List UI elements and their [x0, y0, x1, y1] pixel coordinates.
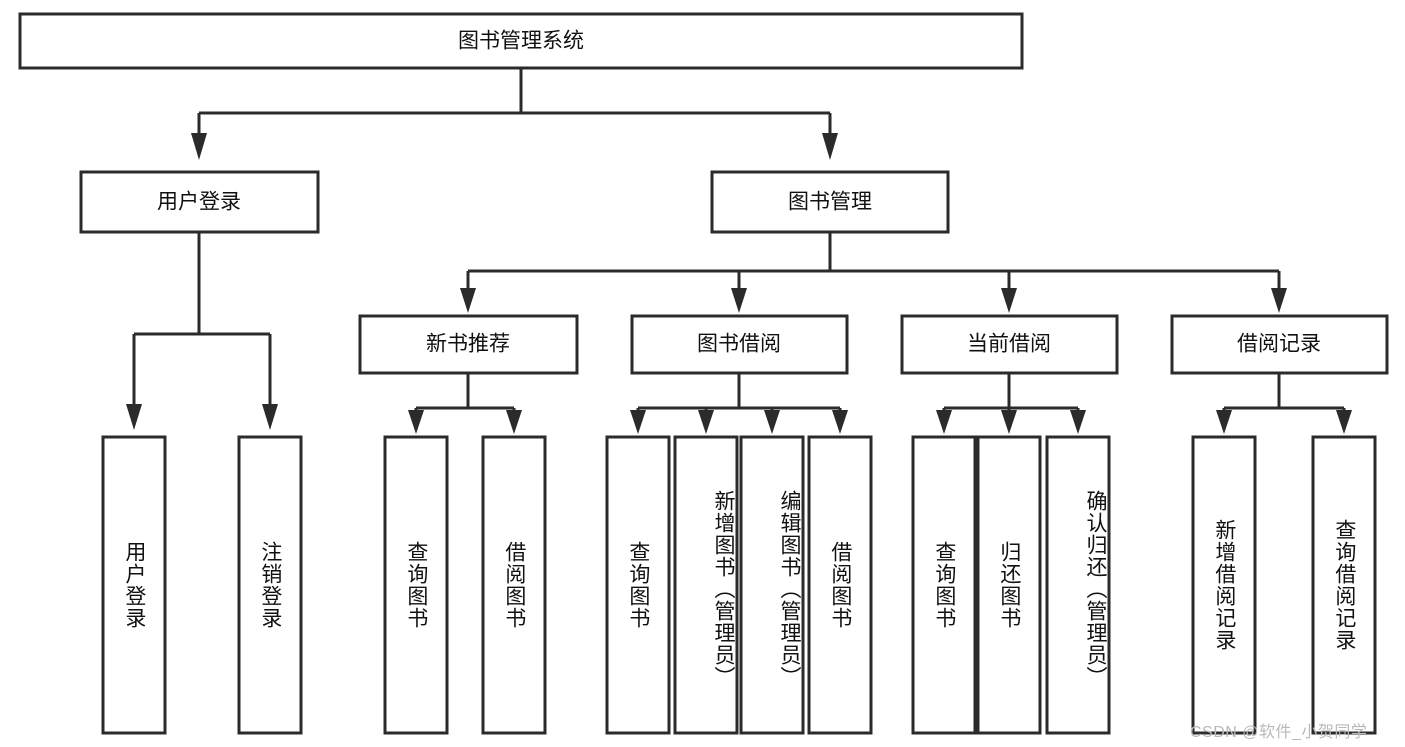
arrow-head-leaf-edit-book-admin	[764, 410, 780, 434]
leaf-box-borrow-book-1[interactable]	[481, 435, 547, 735]
leaf-box-user-login[interactable]	[101, 435, 167, 735]
leaf-box-confirm-return-admin[interactable]	[1045, 435, 1111, 735]
node-borrow-record[interactable]: 借阅记录	[1170, 314, 1389, 375]
edge-group-book-borrow	[630, 373, 848, 434]
node-book-management[interactable]: 图书管理	[710, 170, 950, 234]
node-new-book-recommend-box[interactable]	[358, 314, 579, 375]
node-user-login-label: 用户登录	[157, 191, 241, 214]
node-new-book-recommend[interactable]: 新书推荐	[358, 314, 579, 375]
leaf-box-query-book-2[interactable]	[605, 435, 671, 735]
node-new-book-recommend-label: 新书推荐	[426, 333, 510, 356]
node-current-borrow-label: 当前借阅	[967, 333, 1051, 356]
arrow-head-leaf-borrow-book-1	[506, 410, 522, 434]
csdn-watermark: CSDN @软件_小贺同学	[1190, 724, 1368, 741]
node-root-label: 图书管理系统	[458, 30, 584, 53]
arrow-head-leaf-add-borrow-record	[1216, 410, 1232, 434]
arrow-head-leaf-logout-login	[262, 404, 278, 430]
edge-group-book-management	[460, 232, 1287, 313]
arrow-head-current-borrow	[1001, 288, 1017, 313]
leaf-boxes	[101, 435, 1377, 735]
arrow-head-leaf-add-book-admin	[698, 410, 714, 434]
arrow-head-new-book-recommend	[460, 288, 476, 313]
leaf-box-return-book[interactable]	[976, 435, 1042, 735]
leaf-box-add-book-admin[interactable]	[673, 435, 739, 735]
node-borrow-record-box[interactable]	[1170, 314, 1389, 375]
arrow-head-borrow-record	[1271, 288, 1287, 313]
arrow-head-leaf-query-borrow-record	[1336, 410, 1352, 434]
arrow-head-leaf-borrow-book-2	[832, 410, 848, 434]
edge-group-borrow-record	[1216, 373, 1352, 434]
node-book-borrow-box[interactable]	[630, 314, 849, 375]
leaf-box-logout-login[interactable]	[237, 435, 303, 735]
node-book-management-label: 图书管理	[788, 191, 872, 214]
edge-group-new-book-recommend	[408, 373, 522, 434]
arrow-head-user-login	[191, 133, 207, 160]
node-book-borrow[interactable]: 图书借阅	[630, 314, 849, 375]
node-root[interactable]: 图书管理系统	[18, 12, 1024, 70]
node-user-login-box[interactable]	[79, 170, 320, 234]
node-root-box[interactable]	[18, 12, 1024, 70]
leaf-box-edit-book-admin[interactable]	[739, 435, 805, 735]
arrow-head-leaf-confirm-return-admin	[1070, 410, 1086, 434]
leaf-box-add-borrow-record[interactable]	[1191, 435, 1257, 735]
node-current-borrow-box[interactable]	[900, 314, 1119, 375]
node-user-login[interactable]: 用户登录	[79, 170, 320, 234]
arrow-head-leaf-query-book-1	[408, 410, 424, 434]
node-borrow-record-label: 借阅记录	[1237, 333, 1321, 356]
edge-group-current-borrow	[936, 373, 1086, 434]
node-current-borrow[interactable]: 当前借阅	[900, 314, 1119, 375]
arrow-head-book-borrow	[731, 288, 747, 313]
edge-group-root	[191, 68, 838, 160]
edge-group-user-login	[126, 232, 278, 430]
leaf-box-query-book-1[interactable]	[383, 435, 449, 735]
node-book-borrow-label: 图书借阅	[697, 333, 781, 356]
leaf-box-query-borrow-record[interactable]	[1311, 435, 1377, 735]
arrow-head-leaf-user-login	[126, 404, 142, 430]
leaf-box-query-book-3[interactable]	[911, 435, 977, 735]
arrow-head-leaf-query-book-3	[936, 410, 952, 434]
arrow-head-leaf-return-book	[1001, 410, 1017, 434]
leaf-box-borrow-book-2[interactable]	[807, 435, 873, 735]
arrow-head-leaf-query-book-2	[630, 410, 646, 434]
node-book-management-box[interactable]	[710, 170, 950, 234]
arrow-head-book-management	[822, 133, 838, 160]
